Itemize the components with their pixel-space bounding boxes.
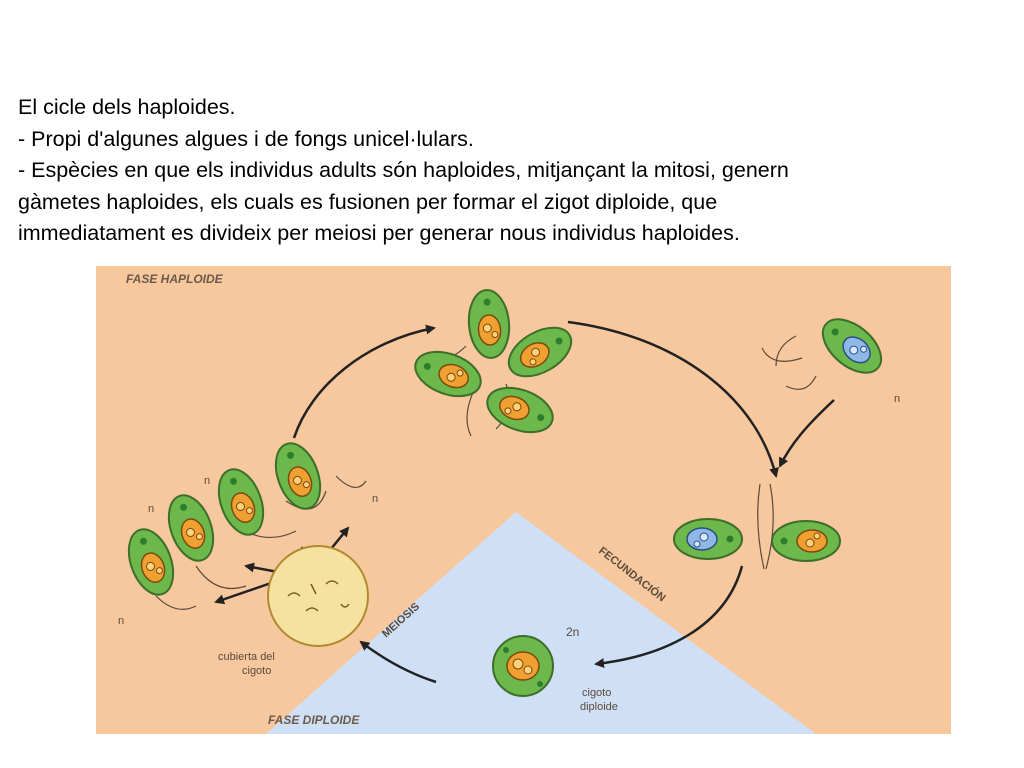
zygote-label-line1: cigoto	[582, 687, 611, 699]
label-n-3: n	[372, 493, 378, 505]
label-2n: 2n	[566, 625, 579, 639]
haploid-adult-cells	[119, 436, 367, 610]
diagram-svg: FASE HAPLOIDE FASE DIPLOIDE FECUNDACIÓN …	[96, 266, 951, 734]
cover-label-line2: cigoto	[242, 665, 271, 677]
text-line-2: - Espècies en que els individus adults s…	[18, 158, 789, 182]
arrow-release-2	[244, 562, 279, 574]
arrow-zygote-to-meiosis	[359, 640, 437, 684]
cell-colony	[408, 287, 581, 442]
label-n-1: n	[204, 475, 210, 487]
label-n-2: n	[148, 503, 154, 515]
zygote-cover-cell	[267, 545, 369, 647]
gamete-cell	[761, 307, 892, 390]
diploid-phase-region	[266, 512, 816, 734]
label-n-5: n	[894, 393, 900, 405]
phase-haploid-label: FASE HAPLOIDE	[126, 272, 224, 286]
text-line-3: gàmetes haploides, els cuals es fusionen…	[18, 189, 718, 214]
haploid-cycle-diagram: FASE HAPLOIDE FASE DIPLOIDE FECUNDACIÓN …	[96, 266, 951, 734]
diploid-zygote	[492, 635, 554, 697]
label-n-4: n	[118, 615, 124, 627]
arrow-release-1	[214, 580, 275, 605]
slide-text: El cicle dels haploides. - Propi d'algun…	[18, 92, 1008, 250]
arrow-gamete-to-fusion	[778, 399, 835, 468]
arrow-colony-to-fusion	[567, 320, 779, 478]
slide-title: El cicle dels haploides.	[18, 95, 236, 119]
arrow-fusion-to-zygote	[594, 565, 744, 669]
zygote-label-line2: diploide	[580, 701, 618, 713]
phase-diploid-label: FASE DIPLOIDE	[268, 713, 360, 727]
arrow-to-colony	[292, 324, 436, 439]
fusing-gametes	[673, 483, 841, 570]
text-line-4: immediatament es divideix per meiosi per…	[18, 221, 740, 245]
text-line-1: - Propi d'algunes algues i de fongs unic…	[18, 126, 474, 151]
cover-label-line1: cubierta del	[218, 651, 275, 663]
